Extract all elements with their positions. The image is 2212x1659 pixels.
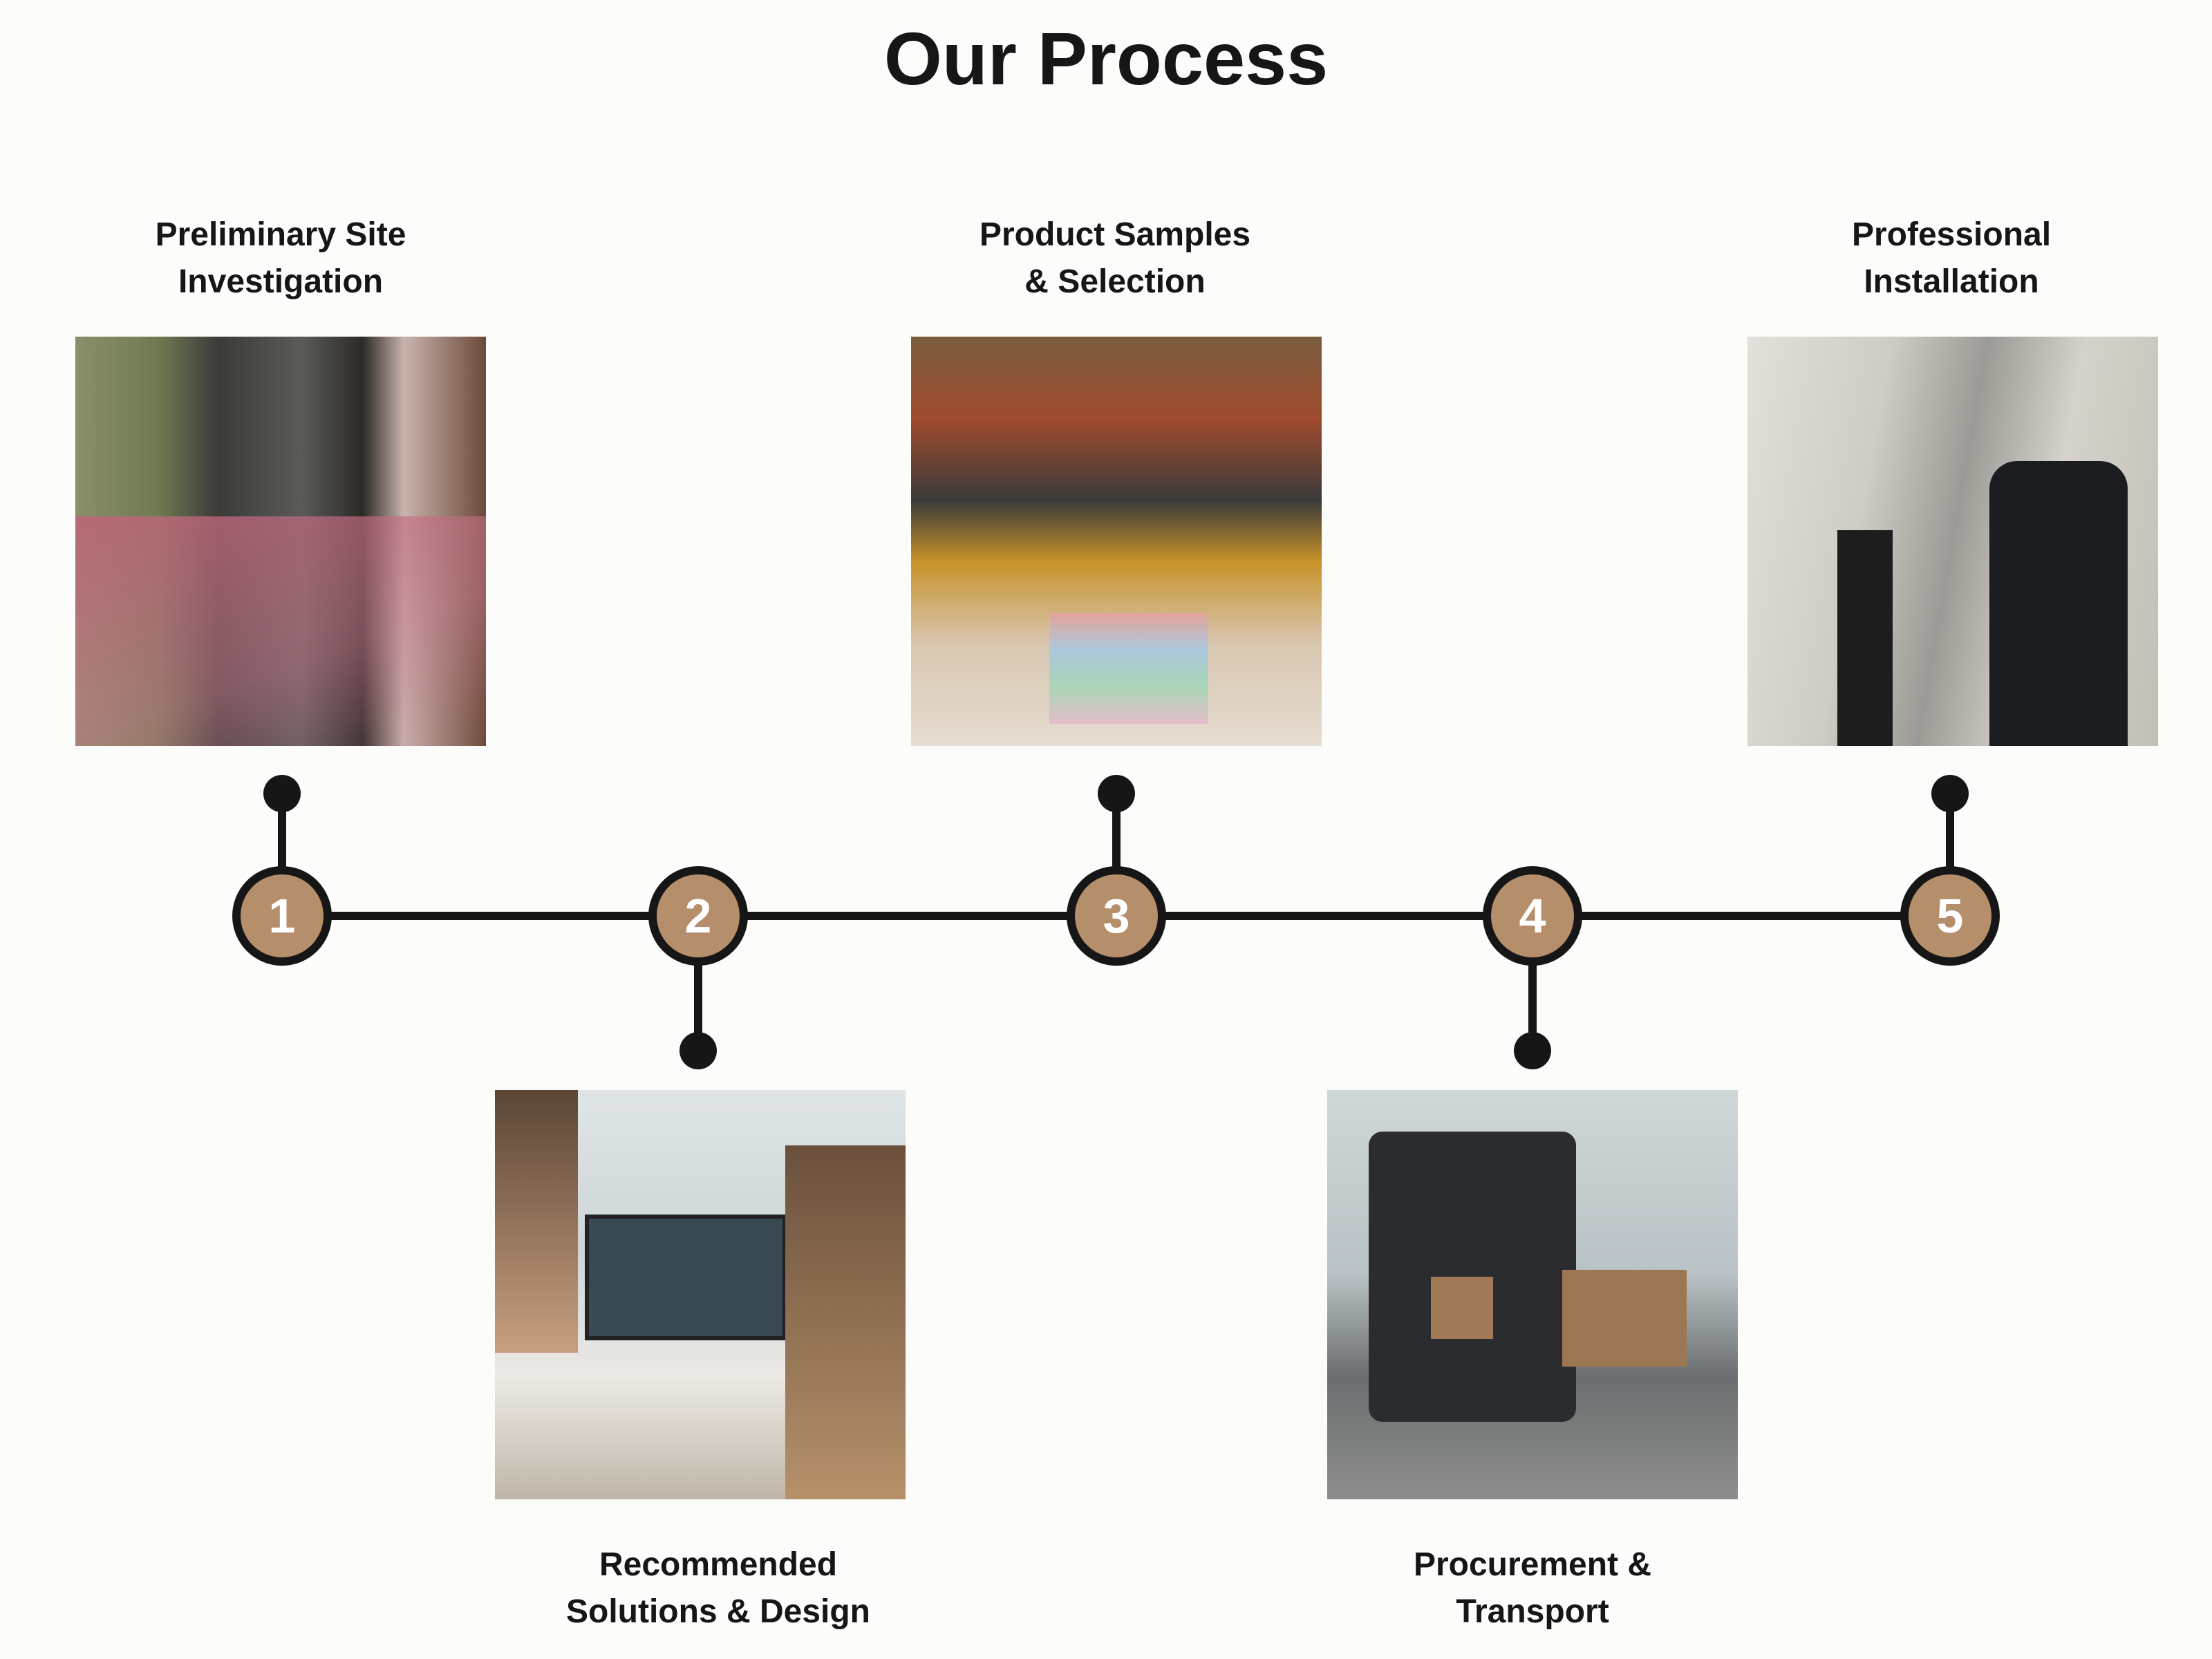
- step-number: 1: [268, 889, 296, 943]
- photo-solutions-design: [495, 1090, 906, 1499]
- connector-2: [694, 954, 702, 1051]
- page-title: Our Process: [883, 17, 1329, 100]
- label-line: Solutions & Design: [565, 1593, 870, 1630]
- step-node-5: 5: [1900, 866, 2000, 966]
- connector-dot-4: [1514, 1032, 1551, 1069]
- label-line: Installation: [1864, 263, 2039, 300]
- connector-dot-1: [263, 775, 301, 812]
- step-node-1: 1: [232, 866, 332, 966]
- step-number: 3: [1103, 889, 1130, 943]
- connector-5: [1946, 794, 1954, 877]
- photo-installation: [1747, 337, 2158, 746]
- step-number: 2: [684, 889, 712, 943]
- photo-product-samples: [911, 337, 1322, 746]
- label-line: Investigation: [178, 263, 384, 300]
- label-line: Transport: [1456, 1593, 1609, 1630]
- step-number: 4: [1519, 889, 1546, 943]
- step-node-4: 4: [1483, 866, 1582, 966]
- photo-procurement-transport: [1327, 1090, 1738, 1499]
- connector-1: [278, 794, 286, 877]
- photo-site-investigation: [75, 337, 486, 746]
- connector-dot-3: [1098, 775, 1135, 812]
- connector-3: [1112, 794, 1121, 877]
- label-line: Procurement &: [1413, 1546, 1652, 1583]
- step-label-3: Product Samples & Selection: [908, 212, 1322, 306]
- label-line: Professional: [1851, 216, 2052, 253]
- label-line: Preliminary Site: [155, 216, 406, 253]
- connector-dot-2: [679, 1032, 717, 1069]
- label-line: Product Samples: [979, 216, 1251, 253]
- step-number: 5: [1936, 889, 1964, 943]
- connector-4: [1528, 954, 1537, 1051]
- connector-dot-5: [1931, 775, 1969, 812]
- step-node-3: 3: [1067, 866, 1166, 966]
- step-node-2: 2: [648, 866, 748, 966]
- step-label-4: Procurement & Transport: [1325, 1541, 1740, 1635]
- label-line: & Selection: [1024, 263, 1206, 300]
- label-line: Recommended: [599, 1546, 838, 1583]
